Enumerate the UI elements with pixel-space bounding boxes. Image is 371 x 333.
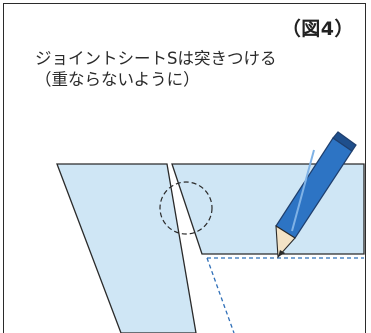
- figure-label: （図4）: [281, 18, 354, 40]
- caption-line-1: ジョイントシートSは突きつける: [35, 49, 277, 68]
- figure-caption: ジョイントシートSは突きつける （重ならないように）: [35, 48, 276, 90]
- caption-line-2: （重ならないように）: [35, 70, 200, 89]
- diagonal-cut-guide: [206, 257, 235, 333]
- left-joint-sheet: [56, 163, 197, 333]
- seam-highlight-circle: [159, 181, 213, 235]
- butt-seam: [168, 163, 201, 333]
- pencil-icon: [275, 131, 357, 259]
